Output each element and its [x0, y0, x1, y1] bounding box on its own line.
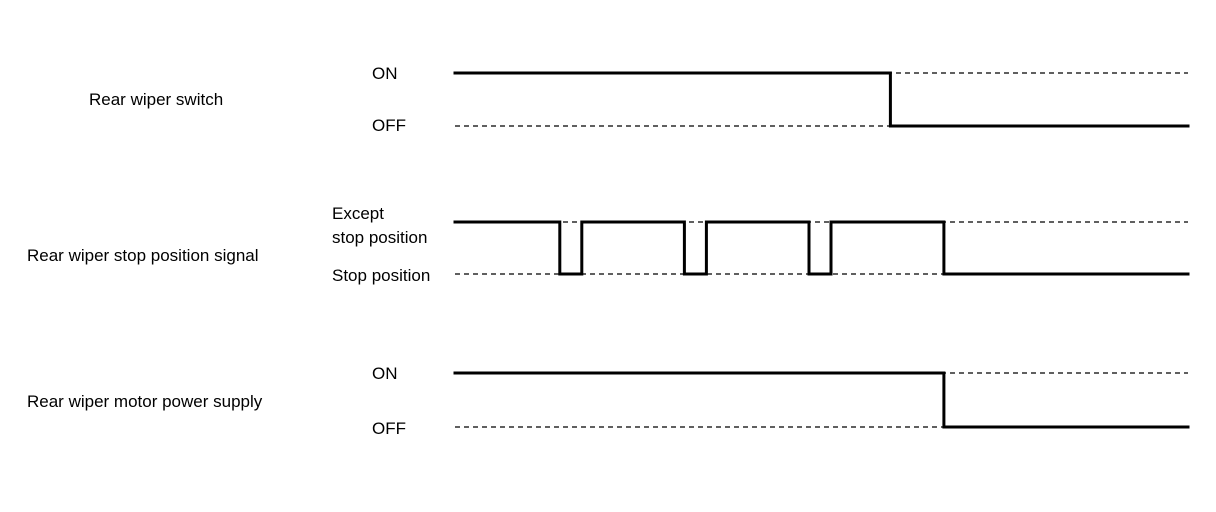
- row-rear-wiper-motor-power-supply: Rear wiper motor power supply ON OFF: [27, 364, 1190, 438]
- low-state-label: OFF: [372, 419, 406, 438]
- signal-name: Rear wiper stop position signal: [27, 246, 259, 265]
- row-rear-wiper-switch: Rear wiper switch ON OFF: [89, 64, 1190, 135]
- high-state-label: ON: [372, 364, 398, 383]
- low-state-label: Stop position: [332, 266, 430, 285]
- high-state-label-line-1: Except: [332, 204, 384, 223]
- high-state-label-line-2: stop position: [332, 228, 427, 247]
- signal-waveform: [453, 371, 1190, 429]
- signal-waveform: [453, 220, 1190, 276]
- signal-name: Rear wiper motor power supply: [27, 392, 263, 411]
- signal-name: Rear wiper switch: [89, 90, 223, 109]
- low-state-label: OFF: [372, 116, 406, 135]
- row-rear-wiper-stop-position-signal: Rear wiper stop position signal Except s…: [27, 204, 1190, 285]
- high-state-label: ON: [372, 64, 398, 83]
- signal-waveform: [453, 71, 1190, 128]
